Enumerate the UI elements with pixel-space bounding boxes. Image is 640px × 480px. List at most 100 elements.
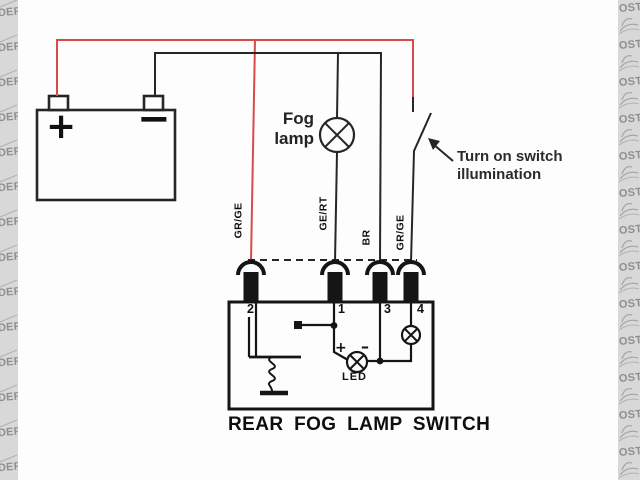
pin-number-1: 1 [338,302,345,316]
watermark-tile: DERS [0,311,18,334]
watermark-text: DERS [0,144,18,160]
watermark-text: OST [618,149,640,163]
watermark-swoosh [618,277,640,294]
wire-label-pin2: GR/GE [232,202,245,239]
fog-lamp-label: Fog lamp [240,109,314,149]
watermark-tile: DERS [0,346,18,369]
watermark-tile: DERS [0,0,18,19]
watermark-tile: DERS [0,136,18,159]
watermark-strip-left: DERS DERS DERS DERS DERS DERS DERS DERS DERS DERS… [0,0,18,480]
watermark-line [0,244,18,253]
watermark-tile: DERS [0,101,18,124]
wire-label-pin3: BR [360,229,373,246]
watermark-line [0,454,18,463]
watermark-swoosh [618,18,640,35]
watermark-swoosh [618,388,640,405]
watermark-text: DERS [0,284,18,300]
watermark-text: DERS [0,319,18,335]
fog-lamp-label-line2: lamp [274,129,314,148]
watermark-tile: DERS [0,276,18,299]
illumination-bulb-icon [400,324,422,346]
black-wires [154,52,432,263]
battery-plus-mark: + [46,106,77,147]
watermark-swoosh [618,92,640,109]
watermark-text: OST [618,297,640,311]
watermark-tile: DERS [0,206,18,229]
battery-symbol [35,94,177,202]
internal-circuit [247,302,422,396]
switch-box [227,300,435,411]
watermark-swoosh [618,129,640,146]
watermark-tile: DERS [0,451,18,474]
watermark-line [0,419,18,428]
watermark-text: DERS [0,459,18,475]
watermark-text: DERS [0,214,18,230]
watermark-line [0,279,18,288]
watermark-text: DERS [0,179,18,195]
watermark-text: OST [618,408,640,422]
connector-row [236,259,426,301]
watermark-line [0,104,18,113]
watermark-text: DERS [0,354,18,370]
watermark-swoosh [618,462,640,479]
watermark-text: DERS [0,4,18,20]
watermark-text: OST [618,260,640,274]
diagram-title: REAR FOG LAMP SWITCH [228,413,491,436]
actuator-squiggle [267,356,276,392]
watermark-text: OST [618,38,640,52]
watermark-text: OST [618,75,640,89]
switch-annotation: Turn on switch illumination [457,148,563,184]
watermark-text: OST [618,371,640,385]
watermark-tile: DERS [0,241,18,264]
watermark-tile: DERS [0,31,18,54]
watermark-text: DERS [0,249,18,265]
annotation-arrow [428,138,454,162]
watermark-swoosh [618,351,640,368]
watermark-strip-right: OST OST OST OST OST OST OST OST OST OST OST OST OST [618,0,640,480]
watermark-line [0,34,18,43]
watermark-tile: DERS [0,381,18,404]
watermark-line [0,139,18,148]
watermark-text: DERS [0,74,18,90]
watermark-tile: DERS [0,416,18,439]
led-plus-mark: + [335,340,347,356]
pin-number-4: 4 [417,302,424,316]
battery-minus-mark: − [137,96,171,142]
watermark-line [0,69,18,78]
fog-lamp-icon [318,116,356,154]
watermark-swoosh [618,314,640,331]
led-label: LED [342,371,367,383]
watermark-line [0,174,18,183]
watermark-swoosh [618,166,640,183]
watermark-line [0,0,18,8]
watermark-text: DERS [0,389,18,405]
watermark-tile: DERS [0,66,18,89]
watermark-line [0,314,18,323]
led-minus-mark: – [361,337,369,356]
wire-label-pin1: GE/RT [317,196,330,231]
fixed-contact [294,321,302,329]
watermark-text: OST [618,186,640,200]
watermark-line [0,384,18,393]
watermark-text: OST [618,112,640,126]
watermark-text: DERS [0,424,18,440]
watermark-swoosh [618,203,640,220]
watermark-swoosh [618,240,640,257]
pin-number-3: 3 [384,302,391,316]
watermark-text: OST [618,1,640,15]
watermark-swoosh [618,425,640,442]
watermark-text: OST [618,334,640,348]
watermark-text: OST [618,445,640,459]
fog-lamp-label-line1: Fog [282,109,314,128]
watermark-tile: DERS [0,171,18,194]
red-wires [56,39,414,263]
watermark-text: DERS [0,109,18,125]
switch-annotation-line2: illumination [457,166,542,183]
watermark-text: OST [618,223,640,237]
watermark-text: DERS [0,39,18,55]
watermark-line [0,349,18,358]
watermark-line [0,209,18,218]
wire-label-pin4: GR/GE [394,214,407,251]
